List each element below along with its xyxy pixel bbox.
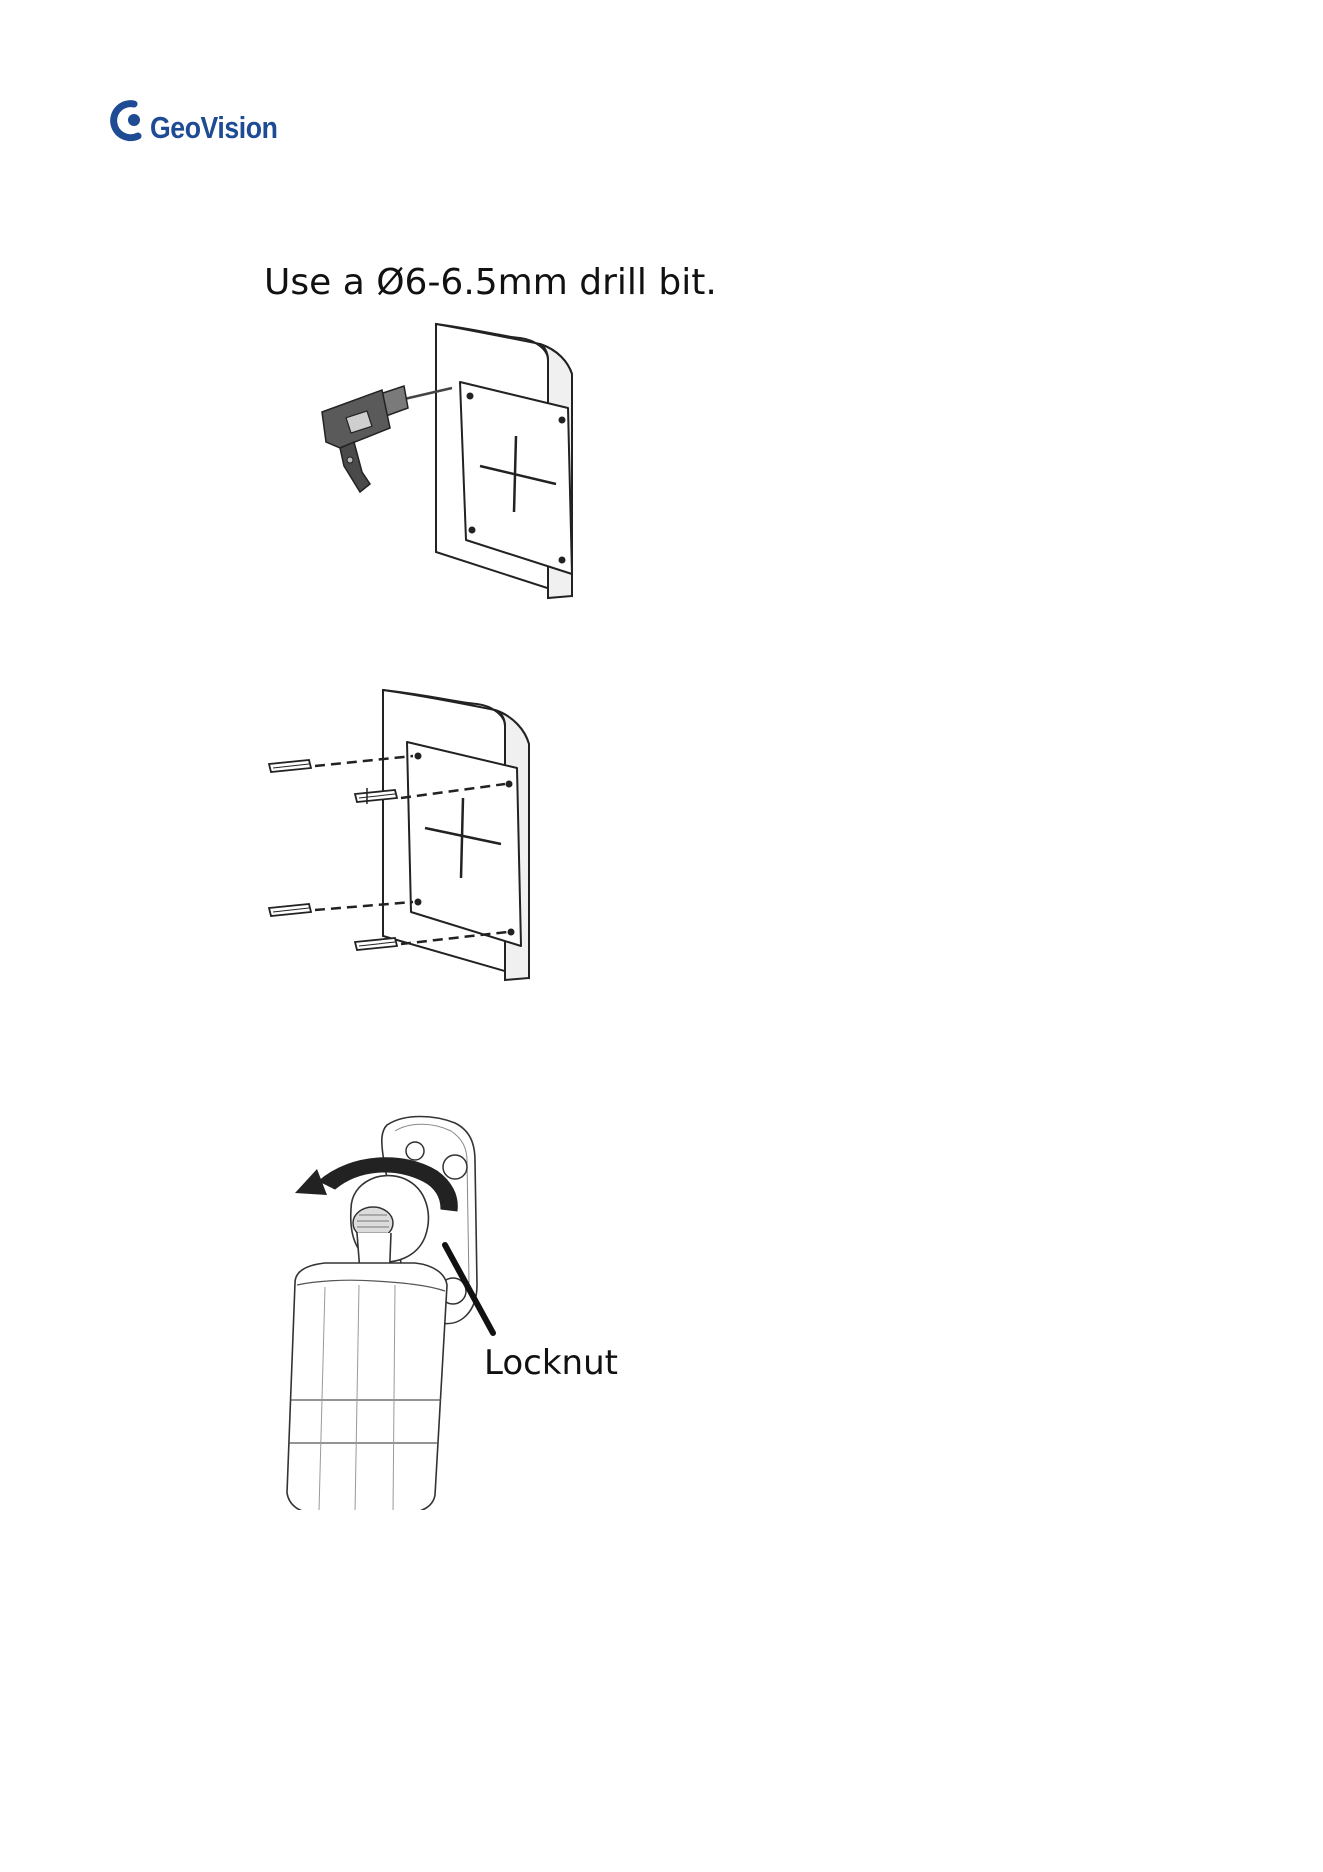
template-hole [506,781,513,788]
locknut-label: Locknut [484,1343,618,1383]
template-hole [467,393,474,400]
template-hole [469,527,476,534]
camera-locknut-illustration [255,1115,735,1510]
mount-screw-hole [443,1155,467,1179]
wall-anchors-illustration [255,680,655,985]
mounting-template [407,742,521,946]
template-hole [559,417,566,424]
drill-bit-caption: Use a Ø6-6.5mm drill bit. [264,262,717,303]
mount-screw-hole [406,1142,424,1160]
logo-text: GeoVision [150,110,277,146]
logo-mark-icon [108,98,150,146]
geovision-logo: GeoVision [108,98,304,154]
camera-body [287,1263,447,1510]
power-drill-icon [322,386,452,492]
template-hole [508,929,515,936]
template-hole [415,899,422,906]
wall-anchor-icon [269,904,311,916]
template-hole [559,557,566,564]
template-hole [415,753,422,760]
drilling-illustration [300,316,700,614]
wall-anchor-icon [355,938,397,950]
wall-anchor-icon [269,760,311,772]
